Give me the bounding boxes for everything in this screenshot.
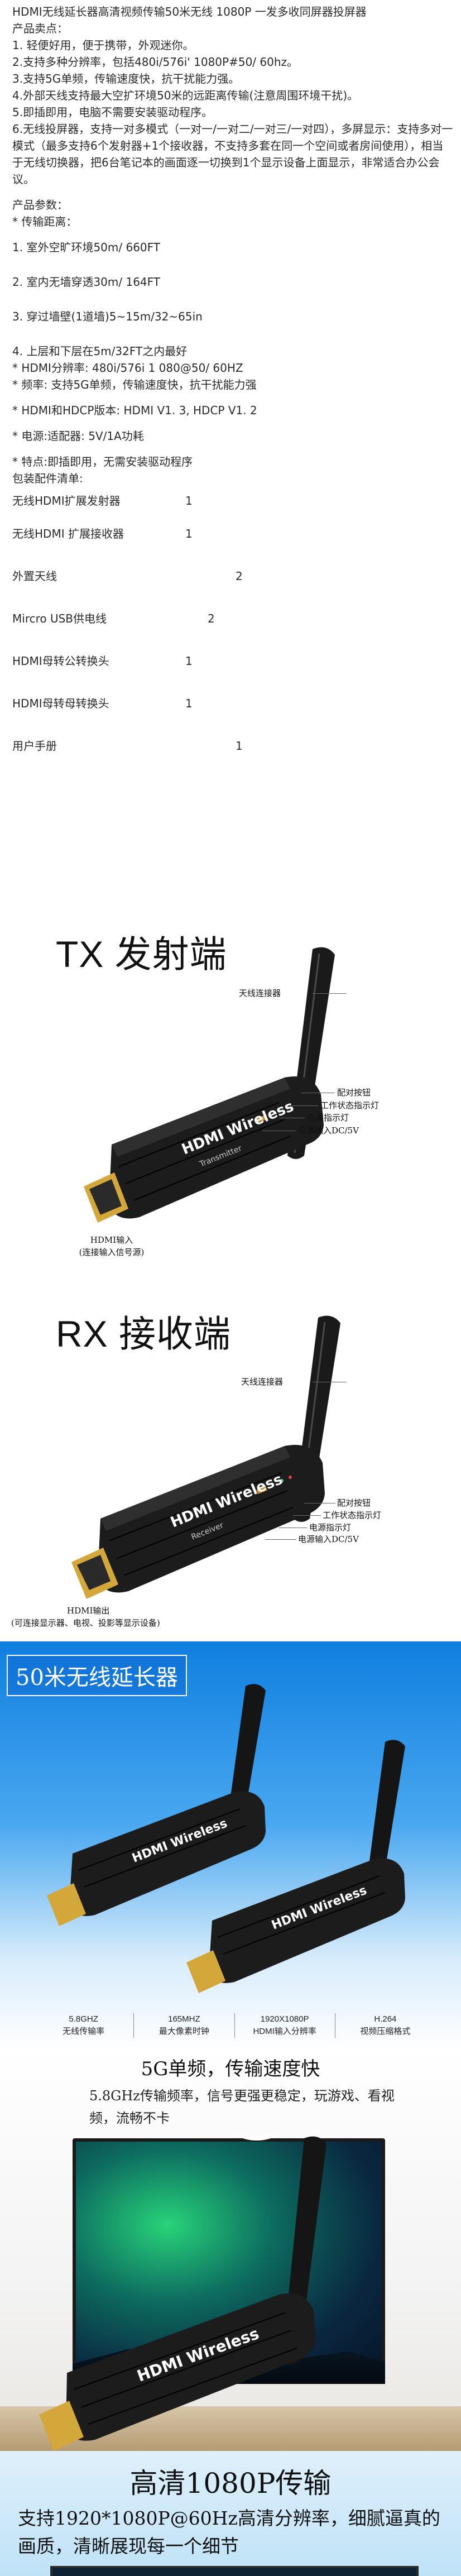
callout-status-led: 工作状态指示灯 [323,1510,382,1520]
5g-device-illustration: HDMI Wireless [39,2136,326,2451]
spec-item: * HDMI分辨率: 480i/576i 1 080@50/ 60HZ [12,361,243,375]
tx-device-illustration: HDMI Wireless Transmitter [84,947,335,1223]
distance-heading: * 传输距离： [12,215,78,228]
section-1080p-desc: 支持1920*1080P@60Hz高清分辨率，细腻逼真的画质，清晰展现每一个细节 [18,2507,440,2557]
hdmi-plug-icon [71,1548,118,1599]
tx-panel: TX 发射端 HDMI Wireless Transmitter 天线连接器 配… [0,904,461,1295]
banner-title: 50米无线延长器 [7,1655,187,1696]
transmitter-body-icon [69,1791,266,1916]
callout-power-input: 电源输入DC/5V [298,1126,359,1136]
tx-title: TX 发射端 [56,933,227,975]
spec-item: * HDMI和HDCP版本: HDMI V1. 3, HDCP V1. 2 [12,404,257,417]
callout-status-led: 工作状态指示灯 [320,1100,380,1110]
monitor-top-edge [50,2566,419,2576]
distance-item: 4. 上层和下层在5m/32FT之内最好 [12,344,188,358]
feature-item: 4.外部天线支持最大空扩环境50米的远距离传输(注意周围环境干扰)。 [12,89,359,102]
section-5g: 5G单频，传输速度快 5.8GHz传输频率，信号更强更稳定，玩游戏、看视频，流畅… [0,2049,461,2451]
section-1080p: 高清1080P传输 支持1920*1080P@60Hz高清分辨率，细腻逼真的画质… [0,2451,461,2576]
product-description: HDMI无线延长器高清视频传输50米无线 1080P 一发多收同屏器投屏器 产品… [12,3,453,767]
spec-item: * 电源:适配器: 5V/1A功耗 [12,429,144,443]
devices-pair-illustration: HDMI Wireless HDMI Wireless [47,1684,405,1993]
transmitter-body-icon [66,2293,316,2441]
receiver-body-icon [98,1445,325,1593]
feature-item: 5.即插即用，电脑不需要安装驱动程序。 [12,106,213,119]
product-title: HDMI无线延长器高清视频传输50米无线 1080P 一发多收同屏器投屏器 [12,5,367,18]
feature-item: 6.无线投屏器，支持一对多模式（一对一/一对二/一对三/一对四），多屏显示：支持… [12,122,453,186]
wifi-signal-icon [223,2094,290,2141]
distance-item: 2. 室内无墙穿透30m/ 164FT [12,275,161,289]
rx-device-illustration: HDMI Wireless Receiver [71,1315,340,1599]
callout-pair-button: 配对按钮 [337,1088,371,1098]
feature-item: 1. 轻便好用，便于携带，外观迷你。 [12,39,194,52]
range-banner: 50米无线延长器 HDMI Wireless HDMI Wireless [0,1641,461,2049]
tx-caption: HDMI输入 (连接输入信号源) [79,1235,145,1257]
section-5g-heading: 5G单频，传输速度快 [141,2058,320,2080]
callout-power-led: 电源指示灯 [307,1113,349,1123]
params-heading: 产品参数： [12,198,68,212]
rx-panel: RX 接收端 HDMI Wireless Receiver 天线连接器 配对按钮… [0,1295,461,1641]
callout-power-led: 电源指示灯 [309,1522,352,1533]
receiver-body-icon [209,1858,405,1983]
hdmi-plug-icon [186,1950,225,1993]
callout-antenna: 天线连接器 [239,988,281,998]
feature-item: 3.支持5G单频，传输速度快，抗干扰能力强。 [12,72,240,85]
transmitter-body-icon [109,1076,324,1219]
rx-title: RX 接收端 [56,1313,232,1354]
feature-item: 2.支持多种分辨率，包括480i/576i' 1080P#50/ 60hz。 [12,55,299,69]
hdmi-plug-icon [39,2401,84,2451]
callout-pair-button: 配对按钮 [337,1498,371,1508]
rx-caption: HDMI输出 (可连接显示器、电视、投影等显示设备) [11,1606,160,1628]
distance-item: 1. 室外空旷环境50m/ 660FT [12,241,161,254]
distance-item: 3. 穿过墙壁(1道墙)5~15m/32~65in [12,310,203,323]
callout-power-input: 电源输入DC/5V [298,1534,359,1544]
spec-item: * 特点:即插即用，无需安装驱动程序 [12,455,193,468]
hdmi-plug-icon [84,1172,128,1223]
hdmi-plug-icon [47,1883,86,1926]
section-1080p-heading: 高清1080P传输 [129,2467,332,2500]
features-heading: 产品卖点： [12,22,68,35]
package-heading: 包装配件清单: [12,472,83,485]
callout-antenna: 天线连接器 [241,1377,284,1387]
spec-item: * 频率: 支持5G单频，传输速度快，抗干扰能力强 [12,378,257,391]
